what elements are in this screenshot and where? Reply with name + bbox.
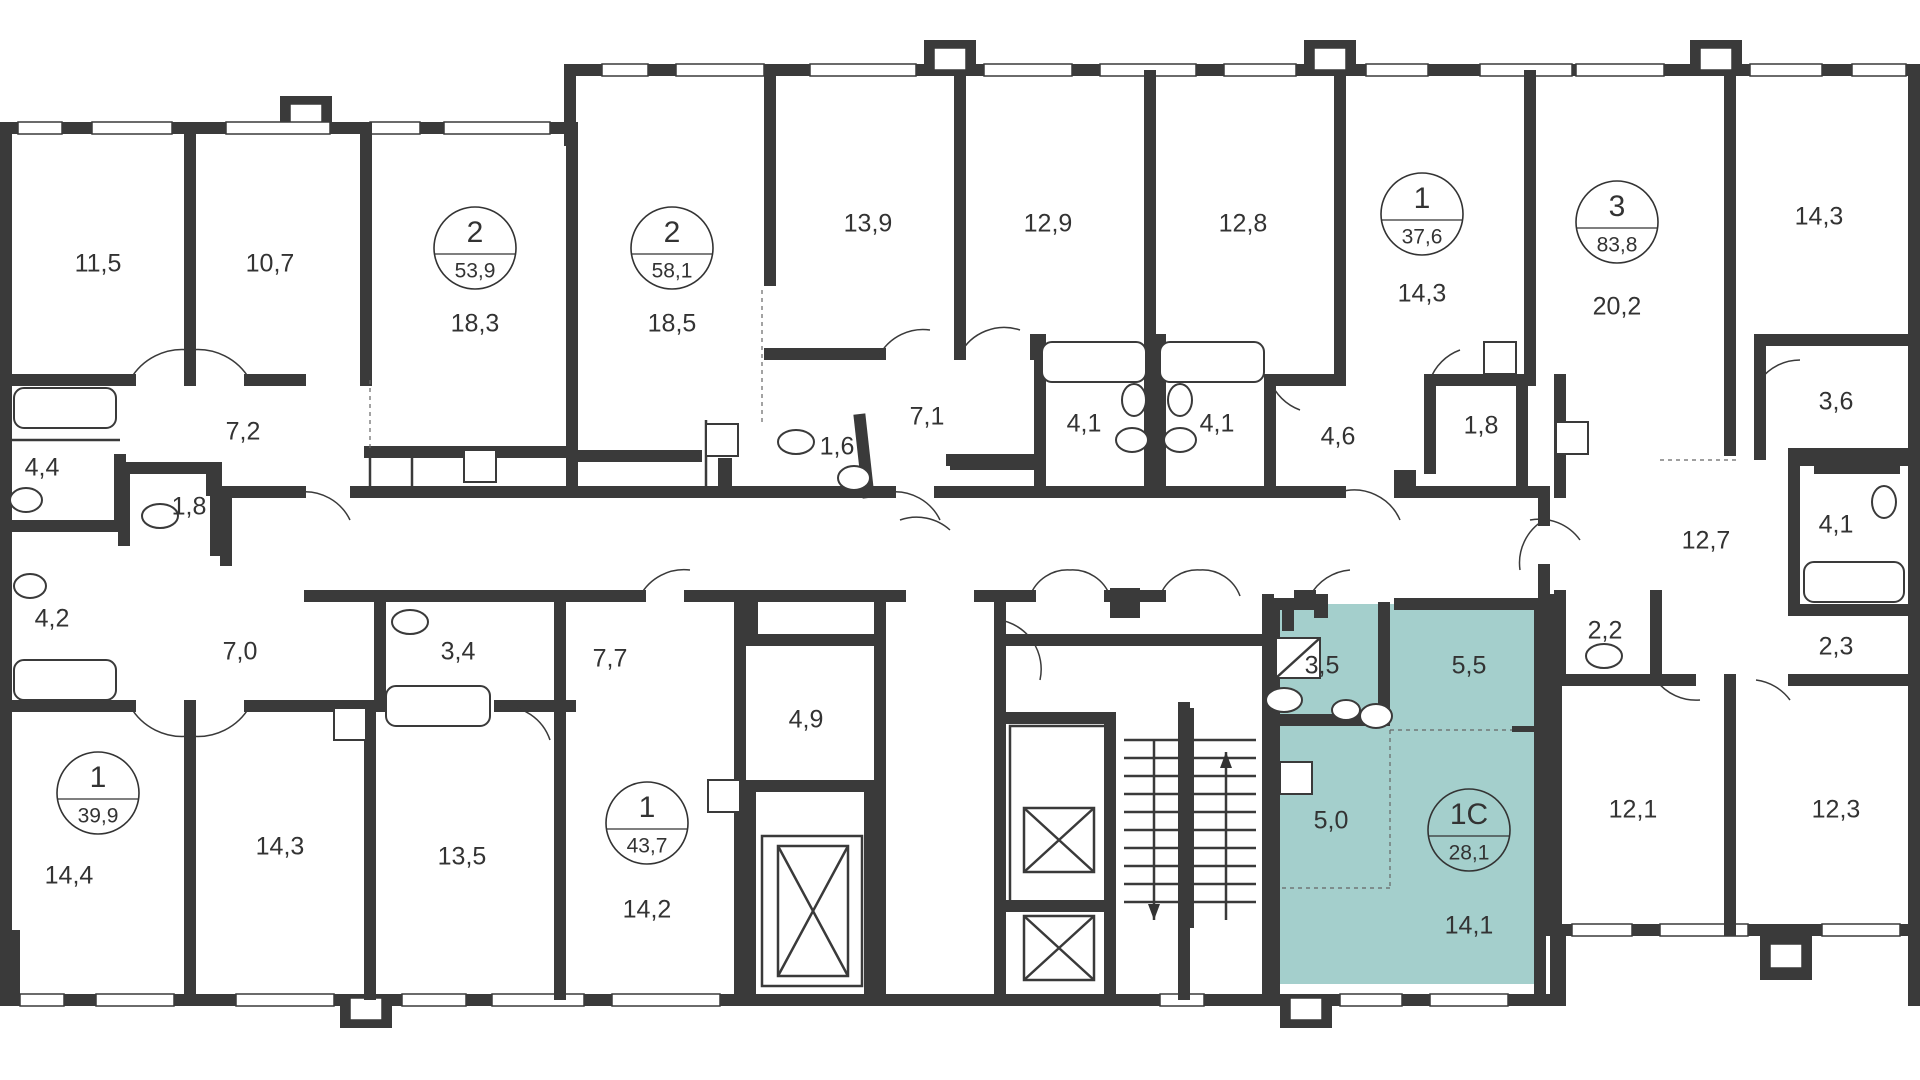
room-area-labels: 11,5 10,7 18,3 18,5 13,9 12,9 12,8 14,3 20,2 14,3… bbox=[25, 203, 1861, 940]
apartment-room-count: 2 bbox=[664, 216, 681, 249]
room-area-label: 12,3 bbox=[1812, 796, 1861, 824]
room-area-label: 12,1 bbox=[1609, 796, 1658, 824]
apartment-badge-ring bbox=[1575, 180, 1659, 264]
room-area-label: 11,5 bbox=[75, 250, 122, 278]
apartment-badge-ring bbox=[1427, 788, 1511, 872]
apartment-total-area: 39,9 bbox=[78, 805, 119, 828]
apartment-badge-ring bbox=[56, 751, 140, 835]
room-area-label: 5,5 bbox=[1452, 652, 1487, 680]
room-area-label: 13,9 bbox=[844, 210, 893, 238]
room-area-label: 12,7 bbox=[1682, 527, 1731, 555]
apartment-badge[interactable]: 1С 28,1 bbox=[1427, 788, 1511, 872]
room-area-label: 4,1 bbox=[1067, 410, 1102, 438]
inner-walls bbox=[0, 70, 1920, 1000]
room-area-label: 18,3 bbox=[451, 310, 500, 338]
apartment-room-count: 2 bbox=[467, 216, 484, 249]
apartment-badge[interactable]: 383,8 bbox=[1575, 180, 1659, 264]
room-area-label: 5,0 bbox=[1314, 807, 1349, 835]
apartment-total-area: 58,1 bbox=[652, 260, 693, 283]
room-area-label: 1,8 bbox=[172, 493, 207, 521]
room-area-label: 7,1 bbox=[910, 403, 945, 431]
apartment-room-count: 1 bbox=[1414, 182, 1431, 215]
apartment-room-count: 3 bbox=[1609, 190, 1626, 223]
apartment-total-area: 83,8 bbox=[1597, 234, 1638, 257]
room-area-label: 3,6 bbox=[1819, 388, 1854, 416]
apartment-room-count: 1 bbox=[639, 791, 656, 824]
room-area-label: 14,4 bbox=[45, 862, 94, 890]
windows bbox=[17, 63, 1907, 1007]
apartment-total-area: 28,1 bbox=[1449, 842, 1490, 865]
doors bbox=[129, 326, 1801, 741]
apartment-badge[interactable]: 137,6 bbox=[1380, 172, 1464, 256]
room-area-label: 7,2 bbox=[226, 418, 261, 446]
apartment-total-area: 53,9 bbox=[455, 260, 496, 283]
apartment-badge-ring bbox=[1380, 172, 1464, 256]
apartment-total-area: 37,6 bbox=[1402, 226, 1443, 249]
room-area-label: 12,8 bbox=[1219, 210, 1268, 238]
room-area-label: 18,5 bbox=[648, 310, 697, 338]
stair-elevator-core bbox=[760, 708, 1256, 988]
room-area-label: 14,1 bbox=[1445, 912, 1494, 940]
room-area-label: 12,9 bbox=[1024, 210, 1073, 238]
room-area-label: 14,3 bbox=[1795, 203, 1844, 231]
room-area-label: 4,2 bbox=[35, 605, 70, 633]
room-area-label: 3,5 bbox=[1305, 652, 1340, 680]
room-area-label: 2,2 bbox=[1588, 617, 1623, 645]
room-area-label: 4,1 bbox=[1819, 511, 1854, 539]
room-area-label: 7,7 bbox=[593, 645, 628, 673]
room-area-label: 4,4 bbox=[25, 454, 60, 482]
room-area-label: 7,0 bbox=[223, 638, 258, 666]
room-area-label: 14,2 bbox=[623, 896, 672, 924]
apartment-room-count: 1С bbox=[1450, 798, 1488, 831]
apartment-badge[interactable]: 139,9 bbox=[56, 751, 140, 835]
room-area-label: 2,3 bbox=[1819, 633, 1854, 661]
room-area-label: 4,6 bbox=[1321, 423, 1356, 451]
room-area-label: 20,2 bbox=[1593, 293, 1642, 321]
room-area-label: 10,7 bbox=[246, 250, 295, 278]
room-area-label: 13,5 bbox=[438, 843, 487, 871]
apartment-badge-ring bbox=[433, 206, 517, 290]
room-area-label: 1,6 bbox=[820, 433, 855, 461]
room-area-label: 14,3 bbox=[1398, 280, 1447, 308]
apartment-badge[interactable]: 258,1 bbox=[630, 206, 714, 290]
apartment-badge-ring bbox=[630, 206, 714, 290]
wall-blocks bbox=[718, 458, 1900, 732]
apartment-badge-ring bbox=[605, 781, 689, 865]
room-area-label: 14,3 bbox=[256, 833, 305, 861]
apartment-room-count: 1 bbox=[90, 761, 107, 794]
room-area-label: 4,9 bbox=[789, 706, 824, 734]
apartment-total-area: 43,7 bbox=[627, 835, 668, 858]
apartment-badge[interactable]: 143,7 bbox=[605, 781, 689, 865]
room-area-label: 1,8 bbox=[1464, 412, 1499, 440]
room-area-label: 4,1 bbox=[1200, 410, 1235, 438]
apartment-badge[interactable]: 253,9 bbox=[433, 206, 517, 290]
room-area-label: 3,4 bbox=[441, 638, 476, 666]
plumbing-fixtures bbox=[9, 341, 1905, 813]
dashed-boundaries bbox=[369, 290, 1740, 889]
